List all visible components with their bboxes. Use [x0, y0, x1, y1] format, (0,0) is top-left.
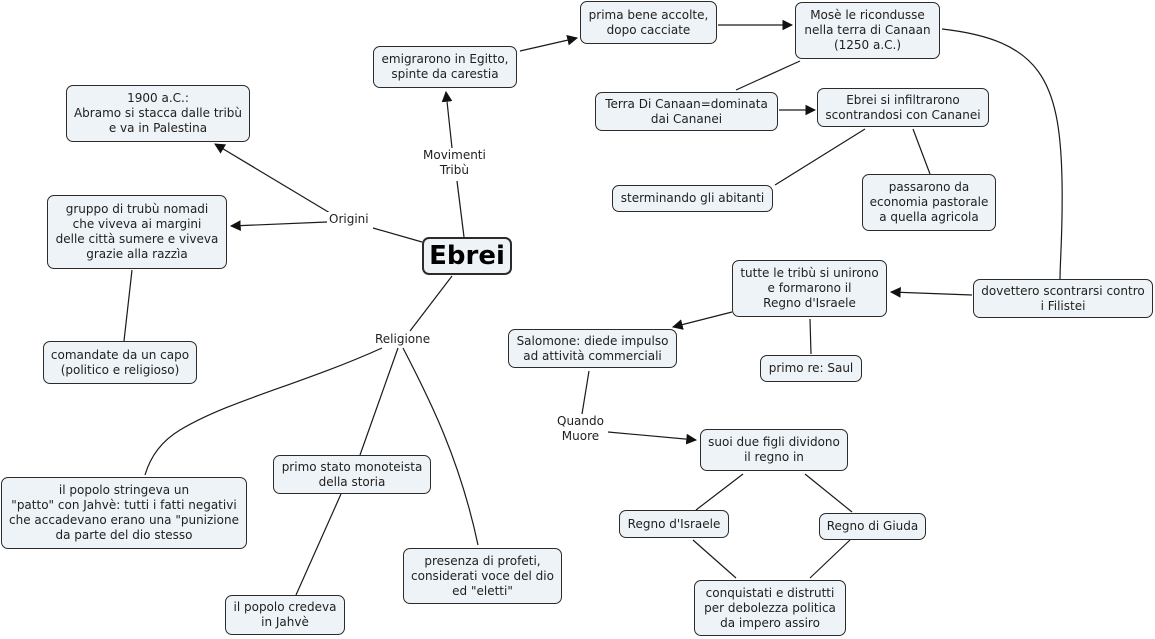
node-saul[interactable]: primo re: Saul	[760, 355, 862, 382]
link-infiltrarono-passarono	[912, 128, 931, 175]
node-tribu-unirono[interactable]: tutte le tribù si unirono e formarono il…	[732, 260, 887, 317]
node-patto[interactable]: il popolo stringeva un "patto" con Jahvè…	[1, 477, 247, 549]
node-profeti[interactable]: presenza di profeti, considerati voce de…	[403, 548, 562, 604]
node-salomone[interactable]: Salomone: diede impulso ad attività comm…	[508, 329, 677, 368]
link-infiltrarono-sterminando	[774, 128, 866, 186]
link-quando-figli	[607, 431, 698, 445]
node-accolte[interactable]: prima bene accolte, dopo cacciate	[580, 1, 717, 44]
link-tribu-salomone	[671, 311, 733, 330]
node-comandate[interactable]: comandate da un capo (politico e religio…	[43, 341, 197, 384]
link-origini-abramo	[214, 143, 331, 214]
node-filistei[interactable]: dovettero scontrarsi contro i Filistei	[973, 279, 1153, 318]
node-canaan[interactable]: Terra Di Canaan=dominata dai Cananei	[595, 92, 778, 131]
link-salomone-quando	[581, 370, 590, 415]
node-passarono[interactable]: passarono da economia pastorale a quella…	[862, 174, 996, 231]
link-filistei-tribu	[889, 286, 973, 298]
node-monoteista[interactable]: primo stato monoteista della storia	[273, 455, 431, 494]
link-label-movimenti: Movimenti Tribù	[421, 148, 488, 178]
link-ebrei-movimenti	[456, 180, 465, 238]
link-religione-patto	[144, 347, 383, 476]
link-label-origini: Origini	[327, 212, 371, 227]
link-monoteista-credeva	[295, 493, 342, 596]
node-gruppo[interactable]: gruppo di trubù nomadi che viveva ai mar…	[47, 195, 227, 269]
node-credeva[interactable]: il popolo credeva in Jahvè	[225, 595, 345, 635]
link-mose-canaan	[735, 60, 801, 91]
link-giuda-conquistati	[809, 539, 851, 579]
node-mose[interactable]: Mosè le ricondusse nella terra di Canaan…	[795, 2, 940, 59]
link-ebrei-origini	[372, 227, 423, 243]
link-figli-giuda	[804, 473, 853, 513]
link-tribu-saul	[809, 318, 812, 355]
node-emigrarono[interactable]: emigrarono in Egitto, spinte da carestia	[373, 46, 517, 88]
link-figli-israele	[695, 473, 744, 511]
root-node-ebrei[interactable]: Ebrei	[422, 237, 512, 275]
link-religione-monoteista	[359, 347, 399, 456]
link-label-religione: Religione	[373, 332, 433, 347]
link-emigrarono-accolte	[519, 34, 579, 52]
link-mose-filistei	[941, 28, 1063, 281]
node-figli[interactable]: suoi due figli dividono il regno in	[700, 429, 848, 471]
node-abramo[interactable]: 1900 a.C.: Abramo si stacca dalle tribù …	[66, 85, 250, 142]
node-regno-israele[interactable]: Regno d'Israele	[619, 510, 729, 538]
link-israele-conquistati	[692, 539, 737, 579]
link-religione-profeti	[402, 347, 479, 546]
link-gruppo-comandate	[123, 269, 133, 342]
link-origini-gruppo	[229, 220, 328, 231]
node-sterminando[interactable]: sterminando gli abitanti	[612, 185, 773, 212]
node-regno-giuda[interactable]: Regno di Giuda	[819, 513, 926, 540]
node-infiltrarono[interactable]: Ebrei si infiltrarono scontrandosi con C…	[817, 88, 989, 127]
link-ebrei-religione	[409, 275, 453, 332]
link-movimenti-emigrarono	[441, 90, 453, 149]
node-conquistati[interactable]: conquistati e distrutti per debolezza po…	[694, 580, 846, 636]
link-label-quando-muore: Quando Muore	[555, 414, 606, 444]
